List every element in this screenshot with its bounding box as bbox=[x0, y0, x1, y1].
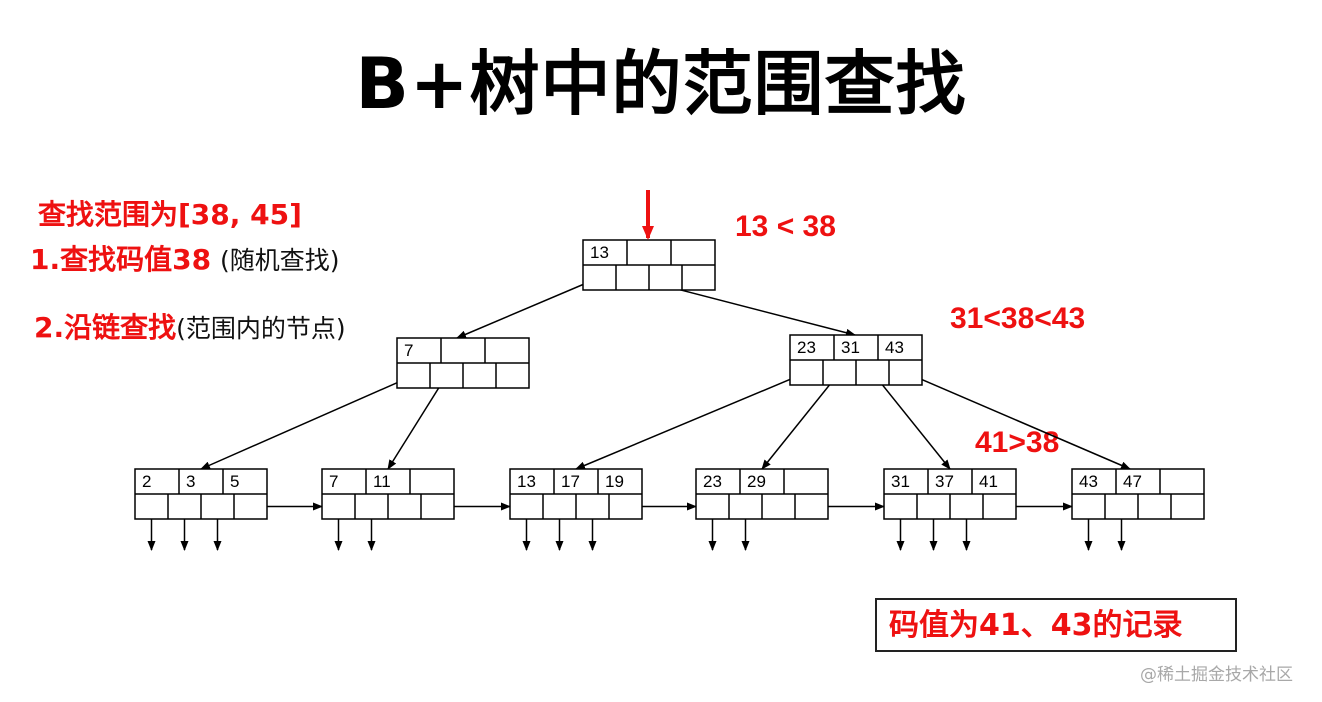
node-key: 23 bbox=[797, 338, 816, 357]
leaf-node: 31 37 41 bbox=[883, 468, 1017, 520]
edge-arrow bbox=[387, 375, 448, 470]
edge-arrow bbox=[761, 372, 841, 470]
step-2-note: (范围内的节点) bbox=[176, 314, 346, 343]
leaf-node: 23 29 bbox=[695, 468, 829, 520]
node-key: 7 bbox=[329, 472, 338, 491]
step-1-note: (随机查找) bbox=[220, 246, 340, 275]
node-key: 31 bbox=[841, 338, 860, 357]
leaf-comparison: 41>38 bbox=[975, 426, 1060, 459]
edge-arrow bbox=[871, 372, 951, 470]
node-key: 17 bbox=[561, 472, 580, 491]
root-node: 13 bbox=[582, 239, 716, 291]
node-key: 29 bbox=[747, 472, 766, 491]
node-key: 2 bbox=[142, 472, 151, 491]
watermark: @稀土掘金技术社区 bbox=[1140, 665, 1293, 685]
internal-comparison: 31<38<43 bbox=[950, 302, 1086, 335]
node-key: 31 bbox=[891, 472, 910, 491]
leaf-node: 43 47 bbox=[1071, 468, 1205, 520]
step-1-main: 1.查找码值38 bbox=[30, 243, 212, 276]
node-key: 5 bbox=[230, 472, 239, 491]
node-key: 19 bbox=[605, 472, 624, 491]
node-key: 13 bbox=[517, 472, 536, 491]
edge-arrow bbox=[575, 371, 807, 470]
leaf-node: 13 17 19 bbox=[509, 468, 643, 520]
edge-arrow bbox=[456, 276, 600, 339]
result-box: 码值为41、43的记录 bbox=[875, 598, 1237, 652]
node-key: 13 bbox=[590, 243, 609, 262]
node-key: 47 bbox=[1123, 472, 1142, 491]
internal-node: 7 bbox=[396, 337, 530, 389]
node-key: 43 bbox=[885, 338, 904, 357]
node-key: 43 bbox=[1079, 472, 1098, 491]
node-key: 11 bbox=[373, 472, 391, 491]
node-key: 3 bbox=[186, 472, 195, 491]
page-title: B+树中的范围查找 bbox=[355, 43, 967, 125]
edge-arrow bbox=[905, 371, 1131, 470]
leaf-node: 2 3 5 bbox=[134, 468, 268, 520]
step-2-main: 2.沿链查找 bbox=[34, 311, 177, 344]
internal-node: 23 31 43 bbox=[789, 334, 923, 386]
step-1: 1.查找码值38 (随机查找) bbox=[30, 238, 340, 278]
search-range-label: 查找范围为[38, 45] bbox=[38, 198, 302, 231]
leaf-node: 7 11 bbox=[321, 468, 455, 520]
edge-arrow bbox=[200, 374, 414, 470]
step-2: 2.沿链查找(范围内的节点) bbox=[34, 306, 346, 346]
node-key: 23 bbox=[703, 472, 722, 491]
node-key: 41 bbox=[979, 472, 998, 491]
node-key: 7 bbox=[404, 341, 413, 360]
root-comparison: 13 < 38 bbox=[735, 210, 836, 243]
node-key: 37 bbox=[935, 472, 954, 491]
